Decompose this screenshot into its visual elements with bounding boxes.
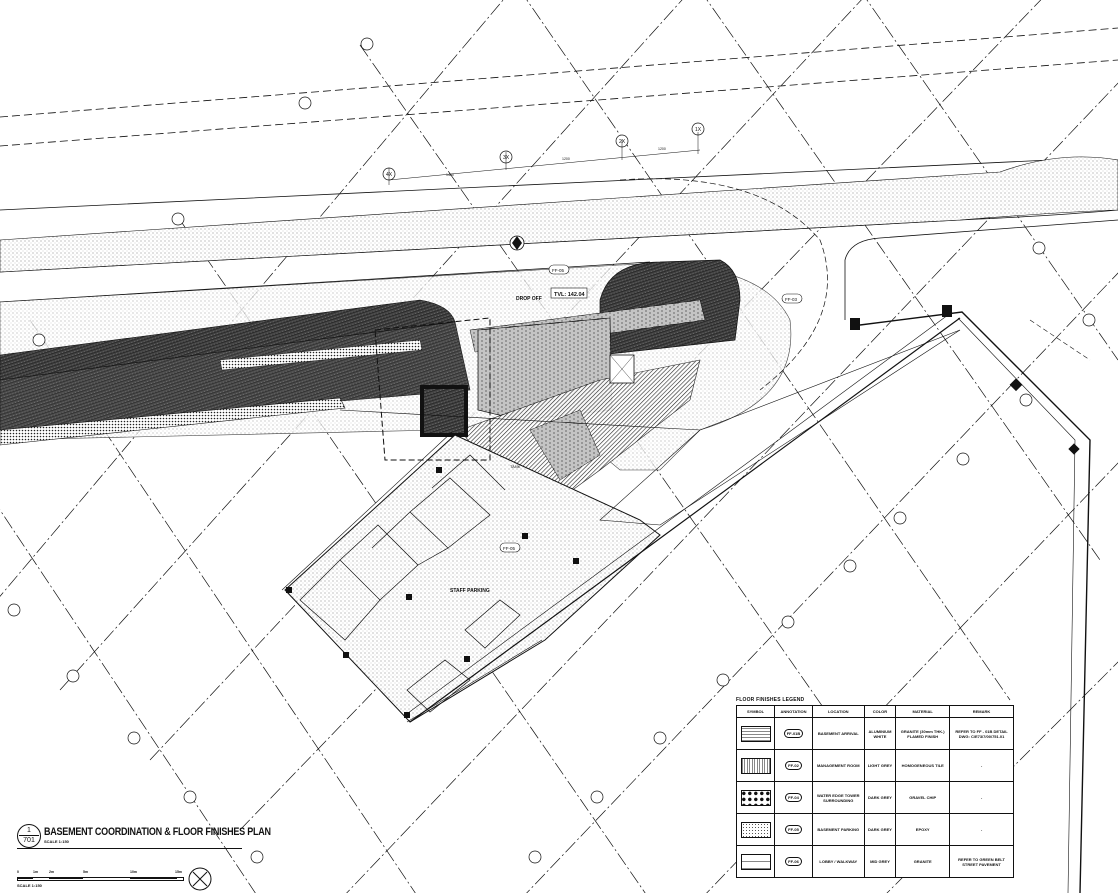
north-arrow-icon <box>188 867 212 891</box>
staff-parking-area <box>284 434 661 723</box>
material-cell: GRANITE (30mm THK.) FLAMED FINISH <box>895 717 951 750</box>
color-cell: ALUMINIUM WHITE <box>863 717 897 750</box>
scale-tick: 0 <box>17 870 19 874</box>
dimension-lines <box>388 132 701 185</box>
scale-tick: 5m <box>83 870 89 874</box>
legend-title: FLOOR FINISHES LEGEND <box>736 697 805 703</box>
drawing-title: BASEMENT COORDINATION & FLOOR FINISHES P… <box>44 826 271 838</box>
brick-hatch-icon <box>740 725 771 742</box>
scale-bar-label: SCALE 1:150 <box>17 883 42 888</box>
scale-bar: 0 1m 2m 5m 10m 15m SCALE 1:150 <box>17 870 187 890</box>
title-underline <box>17 848 242 849</box>
grid-bubbles <box>7 37 1096 864</box>
dots-icon <box>740 821 771 838</box>
legend-row: FF-04 WATER EDGE TOWER SURROUNDING DARK … <box>736 781 1014 814</box>
drop-off-label: DROP OFF <box>516 296 542 302</box>
svg-text:FF-05: FF-05 <box>552 268 564 273</box>
color-cell: MID GREY <box>863 845 897 878</box>
remark-cell: REFER TO GREEN BELT STREET PAVEMENT <box>949 845 1014 878</box>
gridline-label: 2X <box>619 139 626 145</box>
annotation-tag: FF-02 <box>785 761 802 770</box>
gridline-label: 4X <box>386 172 393 178</box>
scale-tick: 2m <box>49 870 55 874</box>
legend-header: ANNOTATION <box>774 705 813 718</box>
finish-tag: FF-03 <box>781 293 803 304</box>
location-cell: BASEMENT ARRIVAL <box>812 717 865 750</box>
basement-outline <box>374 317 491 461</box>
level-label: TVL: 142.04 <box>554 292 586 298</box>
drawing-reference-bubble: 1 701 <box>17 824 41 848</box>
remark-cell: - <box>949 813 1014 846</box>
legend-header: REMARK <box>949 705 1014 718</box>
remark-cell: REFER TO FF - 01B DETAIL DWG: C/E73/7/00… <box>949 717 1014 750</box>
legend-row: FF-02 MANAGEMENT ROOM LIGHT GREY HOMOGEN… <box>736 749 1014 782</box>
color-cell: LIGHT GREY <box>863 749 897 782</box>
location-cell: WATER EDGE TOWER SURROUNDING <box>812 781 865 814</box>
dimension-text: 1200 <box>562 157 570 161</box>
gravel-icon <box>740 789 771 806</box>
location-cell: LOBBY / WALKWAY <box>812 845 865 878</box>
legend-header: COLOR <box>863 705 897 718</box>
legend-row: FF-06 LOBBY / WALKWAY MID GREY GRANITE R… <box>736 845 1014 878</box>
svg-text:FF-03: FF-03 <box>785 297 797 302</box>
sheet-number: 701 <box>23 837 35 844</box>
legend-header: SYMBOL <box>736 705 775 718</box>
color-cell: DARK GREY <box>863 813 897 846</box>
drawing-scale: SCALE 1:150 <box>44 839 69 844</box>
legend-row: FF-05 BASEMENT PARKING DARK GREY EPOXY - <box>736 813 1014 846</box>
location-cell: BASEMENT PARKING <box>812 813 865 846</box>
building-edge-right <box>844 219 1118 320</box>
scale-tick: 1m <box>33 870 39 874</box>
annotation-tag: FF-01B <box>783 729 804 738</box>
tank-label: TANK <box>510 464 521 469</box>
finish-tag: FF-05 <box>548 264 570 275</box>
parking-stalls <box>299 454 521 713</box>
sidewalk <box>0 156 1118 273</box>
material-cell: GRAVEL CHIP <box>895 781 951 814</box>
legend-row: FF-01B BASEMENT ARRIVAL ALUMINIUM WHITE … <box>736 717 1014 750</box>
annotation-tag: FF-05 <box>785 825 802 834</box>
svg-text:FF-05: FF-05 <box>503 546 515 551</box>
gridline-label: 1X <box>695 127 702 133</box>
pavers-icon <box>740 853 771 870</box>
staff-parking-label: STAFF PARKING <box>450 588 490 594</box>
annotation-tag: FF-06 <box>785 857 802 866</box>
vertical-lines-icon <box>740 757 771 774</box>
material-cell: HOMOGENEOUS TILE <box>895 749 951 782</box>
color-cell: DARK GREY <box>863 781 897 814</box>
legend-header: LOCATION <box>812 705 865 718</box>
remark-cell: - <box>949 749 1014 782</box>
legend-header-row: SYMBOL ANNOTATION LOCATION COLOR MATERIA… <box>736 705 1014 718</box>
material-cell: GRANITE <box>895 845 951 878</box>
floor-finishes-legend: FLOOR FINISHES LEGEND SYMBOL ANNOTATION … <box>736 697 1014 878</box>
location-cell: MANAGEMENT ROOM <box>812 749 865 782</box>
scale-tick: 15m <box>175 870 183 874</box>
annotation-tag: FF-04 <box>785 793 802 802</box>
legend-header: MATERIAL <box>895 705 951 718</box>
dimension-text: 1200 <box>658 147 666 151</box>
drawing-number: 1 <box>27 827 31 834</box>
remark-cell: - <box>949 781 1014 814</box>
section-marker-icon <box>509 235 525 251</box>
finish-tag: FF-05 <box>499 542 521 553</box>
scale-tick: 10m <box>130 870 138 874</box>
dimension-text: 1400 <box>446 173 454 177</box>
legend-table: SYMBOL ANNOTATION LOCATION COLOR MATERIA… <box>736 705 1014 878</box>
planter-dots <box>0 397 346 446</box>
gridline-label: 3X <box>503 155 510 161</box>
material-cell: EPOXY <box>895 813 951 846</box>
